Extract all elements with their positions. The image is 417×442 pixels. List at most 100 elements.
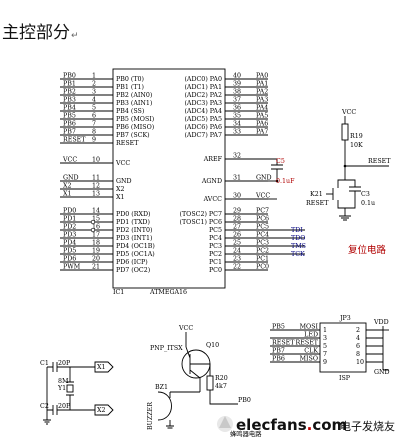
- pin-function: X2: [116, 186, 125, 193]
- pin-number: 25: [233, 240, 241, 247]
- net-label: PB6: [63, 121, 76, 128]
- net-label: PC1: [256, 256, 269, 263]
- isp-net: PB6: [272, 356, 285, 363]
- net-label: PD3: [63, 232, 76, 239]
- pin-function: (ADC7) PA7: [184, 132, 222, 139]
- net-label: PA2: [256, 89, 268, 96]
- pin-function: PB6 (MISO): [116, 124, 154, 131]
- svg-text:R20: R20: [215, 375, 228, 382]
- svg-text:C5: C5: [276, 158, 285, 165]
- svg-text:X2: X2: [97, 407, 106, 414]
- pin-function: AVCC: [203, 196, 223, 203]
- pin-function: PD3 (INT1): [116, 235, 152, 242]
- pin-function: AREF: [203, 156, 223, 163]
- pin-number: 11: [92, 175, 100, 182]
- jtag-tdi: TDI: [291, 227, 303, 234]
- svg-text:PB0: PB0: [238, 397, 251, 404]
- isp-net: PB5: [272, 324, 285, 331]
- pin-number: 12: [92, 183, 100, 190]
- net-label: PA5: [256, 113, 268, 120]
- net-label: PD6: [63, 256, 76, 263]
- net-label: X2: [63, 183, 72, 190]
- pin-number: 20: [92, 256, 100, 263]
- net-label: PD2: [63, 224, 76, 231]
- net-label: PB0: [63, 73, 76, 80]
- pin-number: 5: [92, 105, 96, 112]
- net-label: GND: [63, 175, 79, 182]
- isp-signal: RESET: [296, 340, 319, 347]
- svg-text:电子发烧友: 电子发烧友: [340, 419, 395, 433]
- pin-number: 38: [233, 89, 241, 96]
- jtag-tms: TMS: [291, 243, 306, 250]
- pin-number: 29: [233, 208, 241, 215]
- buzzer-circuit: VCC PNP_ITSX Q10 R20 4k7 PB0 BZ1 BUZZER …: [147, 325, 262, 438]
- svg-text:8M: 8M: [58, 378, 69, 385]
- svg-text:0.1uF: 0.1uF: [276, 178, 295, 185]
- isp-pin: 4: [356, 335, 360, 342]
- isp-signal: LED: [304, 332, 318, 339]
- pin-number: 15: [92, 216, 100, 223]
- pin-function: PB4 (SS): [116, 108, 144, 115]
- isp-net: PB7: [272, 348, 285, 355]
- crystal-circuit: C1 20P C2 20P 8M Y1 X1 X2: [40, 360, 114, 425]
- pin-function: PB2 (AIN0): [116, 92, 152, 99]
- net-label: PC7: [256, 208, 269, 215]
- pin-function: PD0 (RXD): [116, 211, 150, 218]
- net-label: PC5: [256, 224, 269, 231]
- pin-function: X1: [116, 194, 125, 201]
- svg-text:BZ1: BZ1: [155, 384, 168, 391]
- aref-capacitor: C5 0.1uF: [268, 158, 295, 185]
- net-label: RESET: [63, 137, 86, 144]
- pin-function: PD7 (OC2): [116, 267, 150, 274]
- mcu-part: ATMEGA16: [149, 289, 187, 296]
- net-label: GND: [256, 175, 272, 182]
- pin-function: (ADC2) PA2: [184, 92, 222, 99]
- pin-number: 26: [233, 232, 241, 239]
- pin-number: 22: [233, 264, 241, 271]
- pin-function: (ADC1) PA1: [184, 84, 222, 91]
- svg-text:C2: C2: [40, 403, 49, 410]
- buzzer-caption: 蜂鸣器电路: [230, 429, 262, 438]
- svg-text:RESET: RESET: [306, 200, 329, 207]
- isp-pin: 6: [356, 343, 360, 350]
- pin-function: PC0: [209, 267, 222, 274]
- isp-pin: 1: [323, 327, 327, 334]
- net-label: PC6: [256, 216, 269, 223]
- svg-text:VCC: VCC: [341, 109, 356, 116]
- isp-pin: 10: [356, 359, 364, 366]
- pin-number: 33: [233, 129, 241, 136]
- pin-number: 31: [233, 175, 241, 182]
- net-label: PC3: [256, 240, 269, 247]
- isp-signal: MOSI: [300, 324, 319, 331]
- pin-number: 39: [233, 81, 241, 88]
- pin-number: 14: [92, 208, 100, 215]
- net-label: PA0: [256, 73, 268, 80]
- pin-number: 28: [233, 216, 241, 223]
- pin-number: 1: [92, 73, 96, 80]
- reset-circuit: VCC R19 10K RESET K21 RESET C3 0.1u 复位电路: [306, 109, 391, 256]
- pin-function: (ADC0) PA0: [184, 76, 222, 83]
- net-label: PA1: [256, 81, 268, 88]
